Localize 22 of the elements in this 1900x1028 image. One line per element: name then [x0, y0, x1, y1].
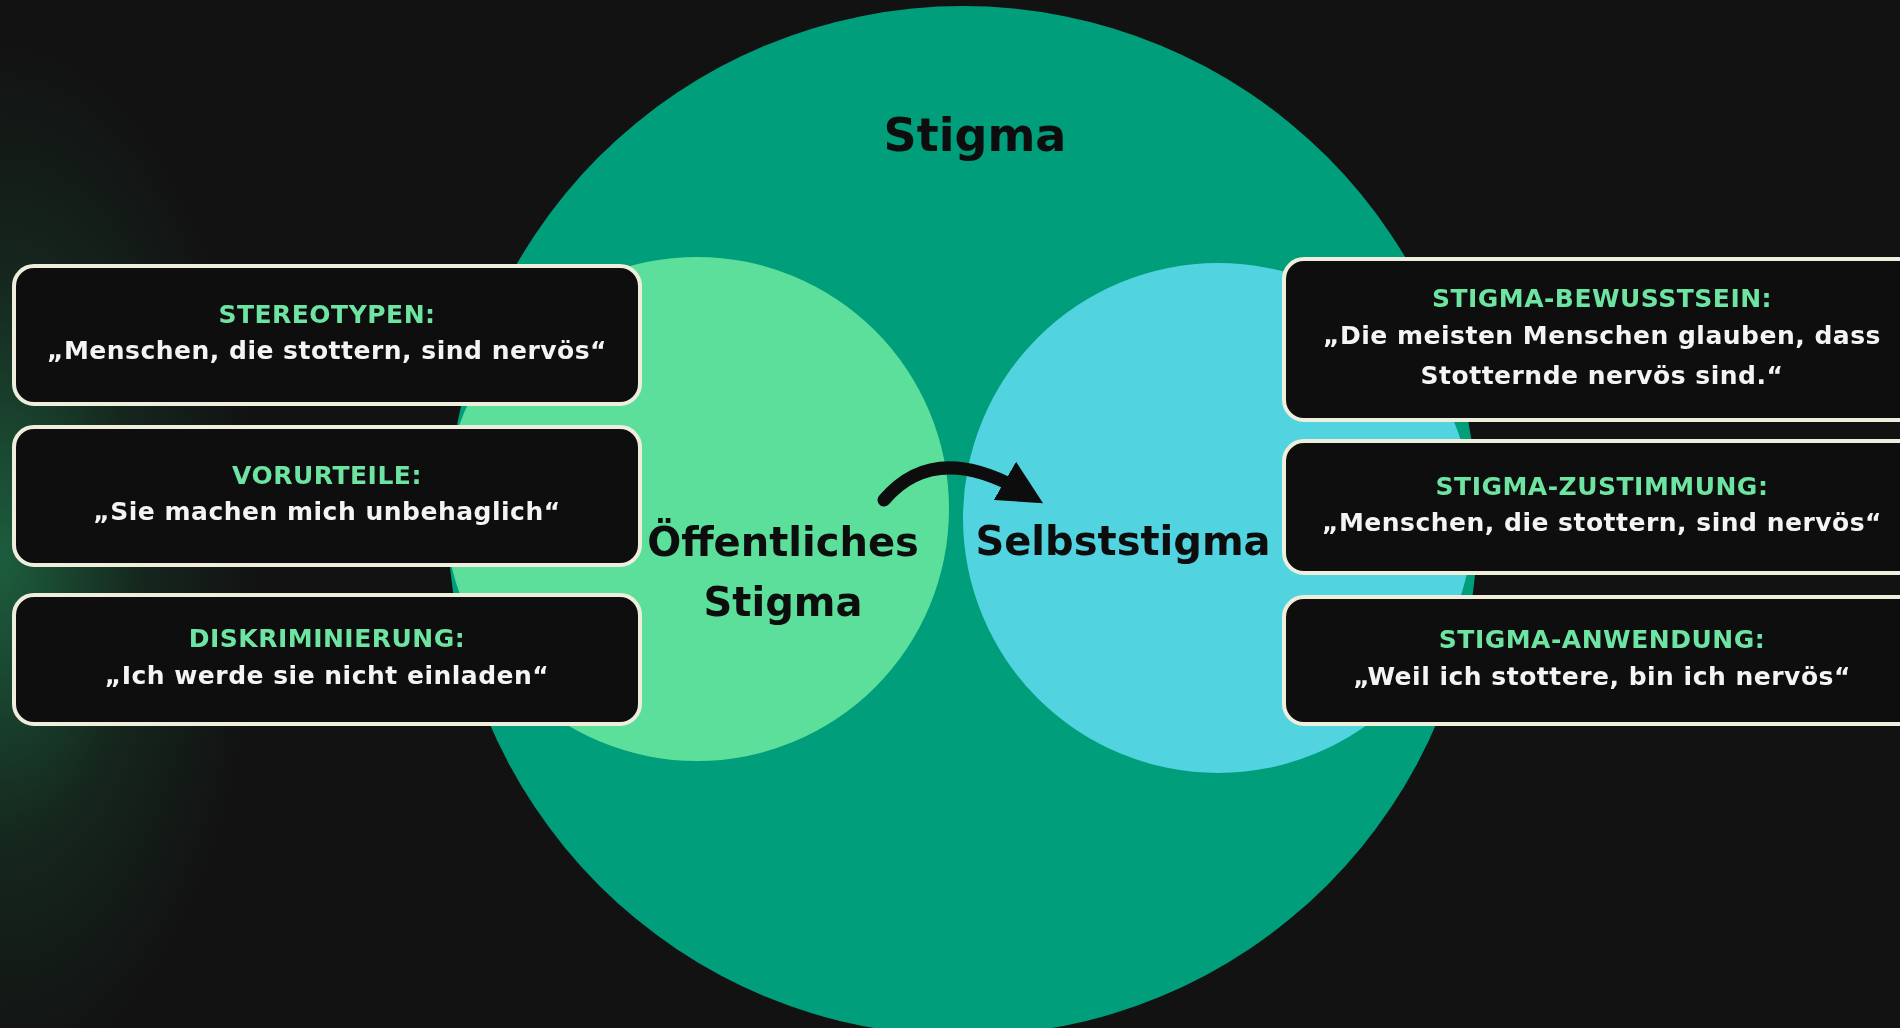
- text-card: [12, 425, 642, 567]
- circle-label: Selbststigma: [974, 517, 1272, 566]
- quote-text: „Weil ich stottere, bin ich nervös“: [1353, 660, 1851, 693]
- quote-text: „Ich werde sie nicht einladen“: [104, 659, 550, 692]
- circle-label: Stigma: [882, 107, 1068, 164]
- text-card: [1282, 257, 1900, 422]
- card-heading: STEREOTYPEN:: [218, 298, 436, 331]
- text-card: [1282, 439, 1900, 575]
- curved-arrow: [877, 461, 1044, 507]
- quote-text: „Die meisten Menschen glauben, dass Stotternde nervös sind.“: [1322, 319, 1882, 392]
- quote-text: „Menschen, die stottern, sind nervös“: [46, 335, 607, 368]
- quote-text: „Sie machen mich unbehaglich“: [93, 496, 561, 529]
- card-heading: DISKRIMINIERUNG:: [188, 623, 466, 656]
- text-card: [12, 593, 642, 726]
- card-heading: STIGMA-BEWUSSTSEIN:: [1431, 283, 1773, 316]
- text-card: [12, 264, 642, 406]
- circle-label: Öffentliches Stigma: [646, 517, 920, 627]
- card-heading: STIGMA-ZUSTIMMUNG:: [1435, 470, 1769, 503]
- card-heading: VORURTEILE:: [232, 459, 422, 492]
- text-card: [1282, 595, 1900, 726]
- quote-text: „Menschen, die stottern, sind nervös“: [1321, 507, 1882, 540]
- card-heading: STIGMA-ANWENDUNG:: [1438, 624, 1766, 657]
